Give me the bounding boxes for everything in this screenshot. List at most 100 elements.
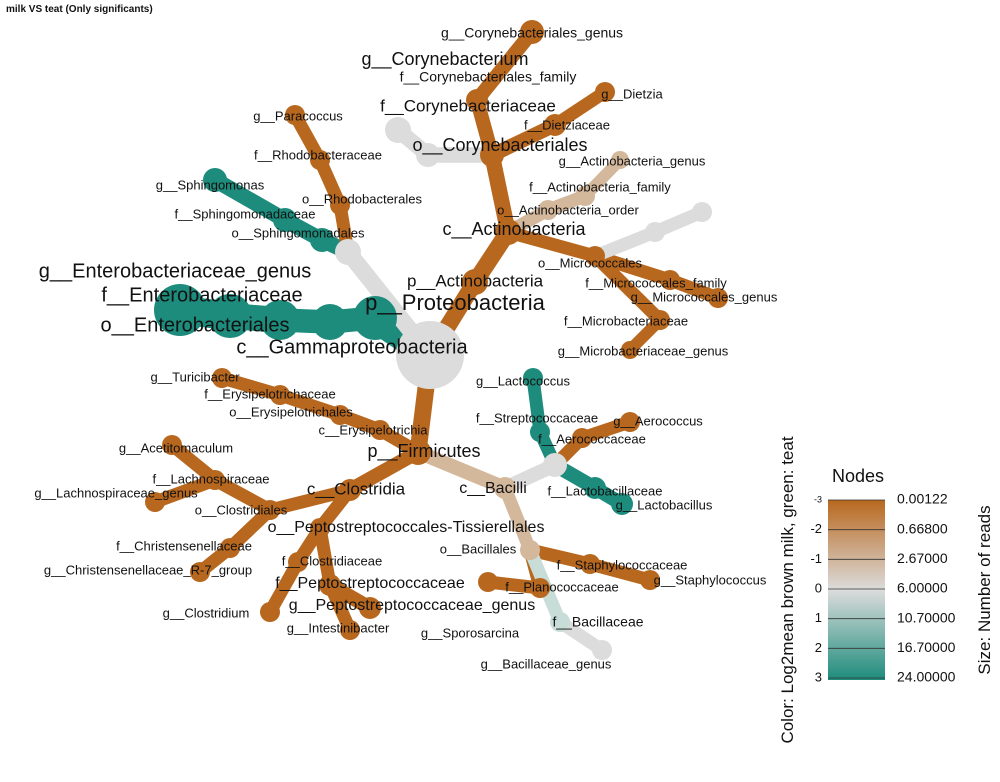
node-label: f__Streptococcaceae [476, 410, 598, 425]
node-label: f__Dietziaceae [524, 117, 610, 132]
tree-nodes [145, 20, 728, 660]
legend-color-tick: -2 [810, 521, 822, 536]
node-label: o__Corynebacteriales [412, 135, 587, 156]
tree-edge [273, 388, 347, 422]
legend-size-tick: 0.66800 [897, 520, 948, 536]
tree-node [478, 572, 498, 592]
tree-node [520, 540, 540, 560]
node-label: f__Christensenellaceae [116, 538, 252, 553]
tree-node [330, 195, 350, 215]
tree-node [550, 612, 570, 632]
tree-node [260, 500, 280, 520]
tree-node [523, 368, 543, 388]
tree-node [585, 246, 605, 266]
node-label: g__Corynebacteriales_genus [441, 25, 623, 41]
tree-node [310, 150, 330, 170]
tree-node [203, 168, 227, 192]
legend-color-axis-title: Color: Log2mean brown milk, green: teat [778, 436, 797, 743]
figure-title: milk VS teat (Only significants) [6, 4, 153, 15]
tree-node [462, 269, 488, 295]
tree-node [312, 304, 348, 340]
tree-node [595, 82, 615, 102]
node-label: o__Rhodobacterales [302, 191, 422, 206]
node-label: g__Peptostreptococcaceae_genus [289, 597, 535, 614]
legend-title: Nodes [832, 466, 884, 486]
tree-node [385, 117, 411, 143]
node-label: f__Actinobacteria_family [529, 179, 671, 194]
tree-node [162, 435, 182, 455]
node-label: f__Lactobacillaceae [548, 483, 663, 498]
legend-size-tick: 2.67000 [897, 550, 948, 566]
node-label: g__Sphingomonas [156, 177, 265, 192]
legend-size-tick: 16.70000 [897, 639, 956, 655]
tree-edge [588, 249, 667, 327]
tree-node [530, 578, 550, 598]
node-label: f__Corynebacteriales_family [400, 69, 577, 85]
tree-node [543, 453, 567, 477]
tree-node [319, 574, 341, 596]
tree-edge [208, 473, 277, 517]
node-label: f__Corynebacteriaceae [380, 96, 556, 115]
node-label: c__Erysipelotrichia [318, 422, 428, 437]
legend-size-tick: 0.00122 [897, 491, 948, 507]
node-label: f__Peptostreptococcaceae [275, 575, 465, 592]
node-label: c__Actinobacteria [442, 219, 586, 240]
tree-node [285, 105, 305, 125]
node-label: o__Erysipelotrichales [229, 404, 353, 419]
tree-node [572, 428, 592, 448]
legend-color-tick: -3 [814, 494, 822, 504]
tree-node [480, 143, 504, 167]
tree-edge [263, 483, 357, 517]
tree-node [466, 89, 488, 111]
node-label: c__Clostridia [307, 479, 406, 498]
node-label: g__Turicibacter [150, 369, 240, 384]
node-label: f__Microbacteriaceae [564, 313, 688, 328]
node-label: c__Gammaproteobacteria [236, 336, 468, 358]
node-label: o__Micrococcales [538, 255, 643, 270]
node-label: g__Micrococcales_genus [631, 289, 778, 304]
node-label: g__Staphylococcus [654, 572, 767, 587]
tree-node [353, 296, 397, 340]
legend-color-tick: 1 [815, 610, 822, 625]
tree-node [220, 538, 240, 558]
tree-node [708, 288, 728, 308]
tree-node [145, 492, 165, 512]
node-label: f__Bacillaceae [552, 614, 643, 630]
tree-edge [523, 543, 597, 571]
tree-edge [501, 225, 602, 263]
node-label: f__Enterobacteriaceae [101, 284, 302, 306]
node-label: f__Rhodobacteraceae [254, 147, 382, 162]
tree-node [692, 202, 712, 222]
node-label: g__Lachnospiraceae_genus [34, 485, 198, 500]
legend-tick-marks [828, 499, 885, 679]
tree-node [330, 405, 350, 425]
tree-node [520, 20, 544, 44]
tree-node [584, 477, 606, 499]
legend-color-wedge [828, 500, 885, 680]
node-label: g__Bacillaceae_genus [481, 656, 612, 671]
node-label: p__Firmicutes [367, 441, 480, 462]
legend-size-tick: 10.70000 [897, 609, 956, 625]
tree-node [592, 640, 612, 660]
node-label: f__Staphylococcaceae [557, 557, 688, 572]
node-label: c__Bacilli [459, 480, 527, 497]
tree-edge [498, 481, 537, 557]
tree-node [260, 300, 300, 340]
tree-edge [148, 473, 222, 509]
tree-edge [583, 557, 657, 587]
node-label: f__Sphingomonadaceae [175, 206, 316, 221]
tree-edge [588, 225, 662, 263]
legend-color-tick: -1 [810, 551, 822, 566]
tree-node [645, 222, 665, 242]
tree-node [530, 422, 550, 442]
node-label: f__Micrococcales_family [585, 275, 727, 290]
tree-node [611, 493, 633, 515]
tree-node [335, 239, 361, 265]
node-label: o__Sphingomonadales [232, 225, 365, 240]
legend-color-tick: 0 [815, 580, 822, 595]
tree-node [310, 518, 330, 538]
node-label: p__Proteobacteria [365, 290, 546, 315]
tree-node [370, 420, 390, 440]
